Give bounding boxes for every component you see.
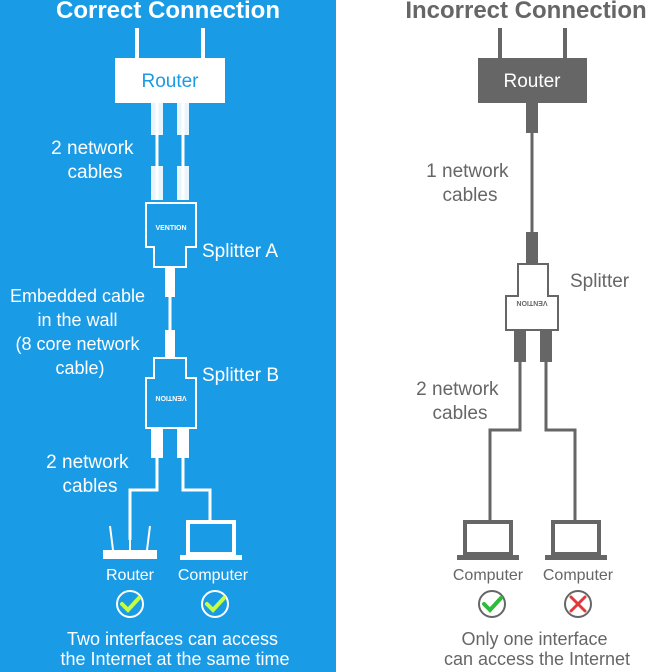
check-icon [116, 590, 144, 618]
device-router-label: Router [106, 567, 155, 584]
check-icon [201, 590, 229, 618]
check-icon [478, 590, 506, 618]
correct-caption: Two interfaces can access the Internet a… [60, 629, 289, 669]
incorrect-bottom-cables [488, 330, 577, 522]
splitter-a: VENTION [145, 202, 197, 268]
correct-cables-top-label: 2 network cables [51, 138, 139, 183]
embedded-cable [165, 267, 175, 358]
correct-title: Correct Connection [56, 0, 280, 24]
embedded-cable-label: Embedded cable in the wall (8 core netwo… [10, 286, 150, 378]
correct-router [115, 28, 225, 103]
device-computer-2-label: Computer [543, 567, 614, 584]
brand-logo: VENTION [155, 394, 186, 401]
incorrect-splitter-label: Splitter [570, 271, 630, 292]
brand-logo: VENTION [516, 299, 547, 306]
correct-cables-bottom-label: 2 network cables [46, 452, 134, 497]
splitter-a-label: Splitter A [202, 241, 278, 262]
computer-icon [180, 520, 242, 560]
incorrect-title: Incorrect Connection [405, 0, 646, 24]
correct-bottom-cables [128, 428, 212, 540]
incorrect-cables-bottom-label: 2 network cables [416, 379, 504, 424]
device-computer-label: Computer [178, 567, 249, 584]
cross-icon [564, 590, 592, 618]
splitter-b-label: Splitter B [202, 365, 279, 386]
incorrect-router [478, 28, 587, 103]
splitter-b: VENTION [145, 357, 197, 429]
computer-icon [545, 520, 607, 560]
incorrect-caption: Only one interface can access the Intern… [444, 629, 630, 669]
router-icon [103, 524, 157, 559]
incorrect-router-label: Router [503, 71, 561, 92]
incorrect-top-cable [526, 103, 538, 265]
device-computer-1-label: Computer [453, 567, 524, 584]
incorrect-cables-top-label: 1 network cables [426, 161, 514, 206]
computer-icon [457, 520, 519, 560]
incorrect-splitter: VENTION [505, 263, 559, 331]
correct-top-cables [151, 103, 189, 200]
correct-router-label: Router [141, 71, 199, 92]
brand-logo: VENTION [155, 225, 186, 232]
